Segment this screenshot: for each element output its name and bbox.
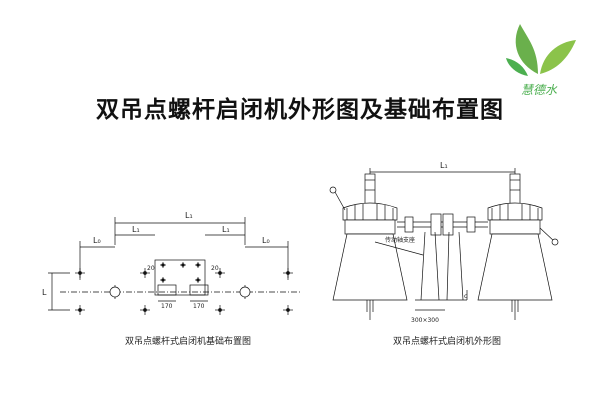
right-hoist: [477, 173, 559, 320]
label-L-inner-right: L₁: [222, 225, 230, 234]
leader-line: [374, 241, 424, 256]
shaft-support-stand: [415, 231, 468, 301]
label-base-size: 300×300: [411, 317, 439, 324]
foundation-plan-drawing: L₁ L₀ L₁ L₁ L₀ L 20 20 170 170: [42, 211, 302, 315]
label-L-top: L₁: [440, 161, 448, 170]
bolt-holes-right: [215, 268, 293, 315]
exterior-view-drawing: L₁: [329, 161, 559, 324]
leaf-sprout-icon: [515, 24, 538, 74]
label-dim-small-right: 20: [211, 265, 219, 272]
foundation-plan-caption: 双吊点螺杆式启闭机基础布置图: [125, 337, 252, 347]
label-L-left: L₀: [93, 236, 101, 245]
label-dim-right: 170: [193, 303, 205, 310]
label-L-right: L₀: [262, 236, 270, 245]
page-title: 双吊点螺杆启闭机外形图及基础布置图: [96, 97, 504, 123]
logo: 慧德水: [506, 24, 576, 97]
label-dim-left: 170: [161, 303, 173, 310]
leaf-small-icon: [506, 58, 528, 76]
label-L-vertical: L: [42, 288, 47, 297]
label-L-total: L₁: [185, 211, 193, 220]
label-L-inner-left: L₁: [132, 225, 140, 234]
logo-text: 慧德水: [521, 83, 558, 97]
label-c-mark: c: [464, 293, 467, 300]
label-shaft-support: 传动轴支座: [385, 236, 415, 244]
left-hoist: [329, 173, 408, 320]
bolt-holes-left: [75, 268, 150, 315]
drive-shaft: [397, 213, 488, 236]
exterior-view-caption: 双吊点螺杆式启闭机外形图: [393, 337, 502, 347]
leaf-right-icon: [540, 40, 576, 74]
label-dim-small-left: 20: [147, 265, 155, 272]
shaft-support-bolts: 20 20 170 170: [147, 259, 219, 310]
